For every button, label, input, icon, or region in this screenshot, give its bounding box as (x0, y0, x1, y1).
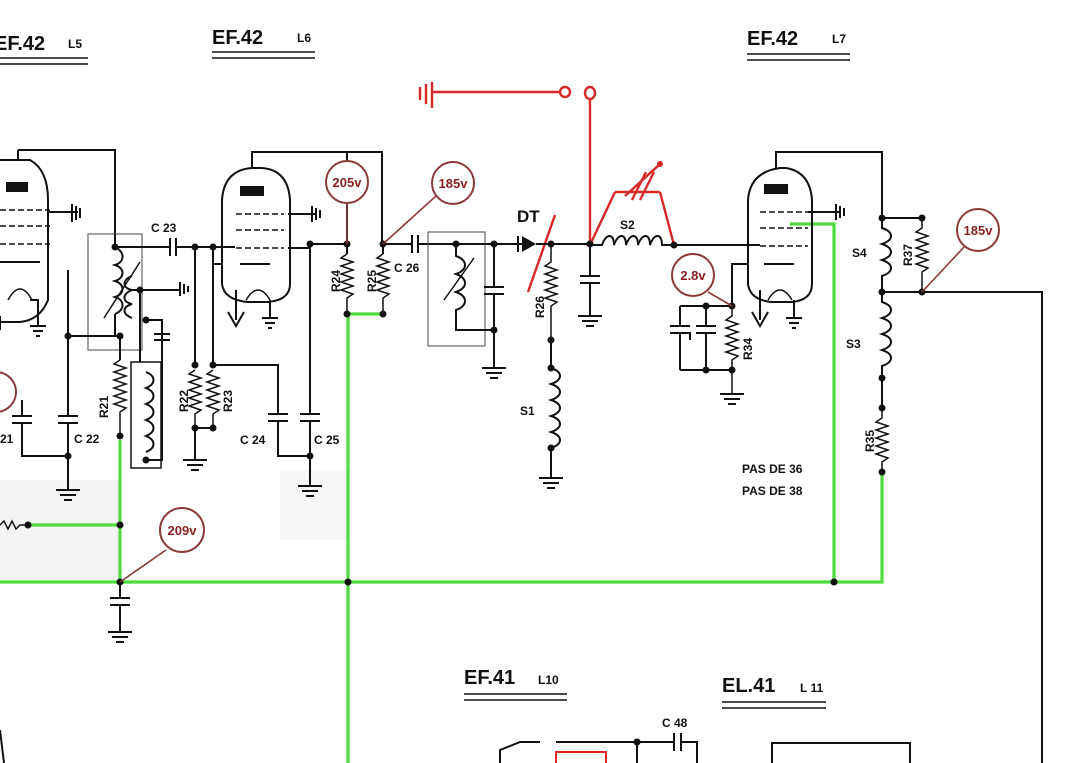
svg-text:C 26: C 26 (394, 261, 420, 275)
svg-text:EF.42: EF.42 (212, 27, 263, 49)
svg-text:S3: S3 (846, 337, 861, 351)
svg-text:EF.42: EF.42 (747, 28, 798, 50)
svg-text:205v: 205v (333, 175, 363, 190)
capacitor-decoupling (108, 582, 132, 643)
svg-text:R34: R34 (741, 338, 755, 360)
svg-text:C 24: C 24 (240, 433, 266, 447)
hv-bus (0, 222, 884, 763)
resistor-r37: R37 (901, 218, 931, 292)
svg-text:EF.41: EF.41 (464, 667, 515, 689)
svg-text:185v: 185v (964, 223, 994, 238)
capacitor-c26: C 26 (383, 235, 522, 275)
diode-dt: DT (517, 207, 590, 252)
svg-text:C 23: C 23 (151, 221, 177, 235)
note-pas-36: PAS DE 36 (742, 462, 803, 476)
capacitor-c21: 21 (0, 400, 68, 457)
coil-s3: S3 (846, 292, 892, 408)
capacitor-c22: C 22 (58, 336, 100, 490)
svg-text:S4: S4 (852, 246, 867, 260)
svg-text:R21: R21 (97, 396, 111, 418)
tube-title-l11: EL.41 L 11 (722, 675, 826, 709)
voltage-marker-2-8v: 2.8v (671, 253, 733, 307)
svg-text:209v: 209v (168, 523, 198, 538)
svg-text:C 48: C 48 (662, 716, 688, 730)
svg-text:R35: R35 (863, 430, 877, 452)
note-pas-38: PAS DE 38 (742, 484, 803, 498)
svg-text:R22: R22 (177, 390, 191, 412)
svg-text:R26: R26 (533, 296, 547, 318)
svg-text:S1: S1 (520, 404, 535, 418)
svg-text:L5: L5 (68, 37, 82, 51)
tube-l5 (0, 159, 50, 323)
svg-text:R37: R37 (901, 244, 915, 266)
resistor-r34: R34 (723, 306, 755, 394)
scan-artefact (0, 480, 120, 580)
capacitor-c24: C 24 (240, 413, 310, 457)
svg-text:S2: S2 (620, 218, 635, 232)
tube-title-l10: EF.41 L10 (464, 667, 567, 701)
svg-text:R25: R25 (365, 270, 379, 292)
svg-text:C 25: C 25 (314, 433, 340, 447)
voltage-marker-partial (0, 371, 17, 413)
svg-text:2.8v: 2.8v (680, 268, 706, 283)
scan-artefact (280, 470, 350, 540)
svg-text:L7: L7 (832, 32, 846, 46)
capacitor-c25: C 25 (300, 244, 340, 486)
voltage-marker-185v-l7: 185v (921, 208, 1000, 293)
coil-s1: S1 (520, 340, 561, 478)
svg-text:L 11: L 11 (800, 681, 823, 695)
bottom-circuit: C 48 (0, 716, 911, 763)
resistor-r35: R35 (863, 408, 891, 472)
capacitor-cathode (670, 306, 716, 370)
capacitor-c23: C 23 (151, 221, 235, 256)
voltage-marker-185v-l6: 185v (382, 161, 475, 245)
tube-l6 (221, 167, 291, 303)
voltage-marker-205v: 205v (325, 160, 369, 244)
resistor-r25: R25 (365, 244, 392, 314)
tube-title-l5: EF.42 L5 (0, 33, 88, 65)
svg-text:R23: R23 (221, 390, 235, 412)
resistor-r23: R23 (204, 369, 235, 428)
svg-text:EL.41: EL.41 (722, 675, 775, 697)
svg-text:21: 21 (0, 432, 14, 446)
svg-text:L6: L6 (297, 31, 311, 45)
svg-text:C 22: C 22 (74, 432, 100, 446)
voltage-marker-209v: 209v (119, 507, 205, 583)
tube-title-l6: EF.42 L6 (212, 27, 315, 59)
svg-text:L10: L10 (538, 673, 559, 687)
antenna-switch (418, 82, 676, 293)
svg-text:EF.42: EF.42 (0, 33, 45, 55)
coil-s2: S2 (590, 218, 674, 246)
tube-l7 (747, 167, 813, 303)
coil-block-l5 (130, 290, 170, 469)
resistor-r26: R26 (533, 244, 560, 340)
resistor-r22: R22 (177, 369, 204, 428)
coil-s4: S4 (852, 218, 892, 292)
svg-text:R24: R24 (329, 270, 343, 292)
svg-text:185v: 185v (439, 176, 469, 191)
detector-tank (427, 231, 496, 347)
svg-text:DT: DT (517, 207, 540, 226)
tube-title-l7: EF.42 L7 (747, 28, 850, 61)
resistor-r21: R21 (97, 336, 129, 436)
resistor-r24: R24 (329, 244, 356, 314)
